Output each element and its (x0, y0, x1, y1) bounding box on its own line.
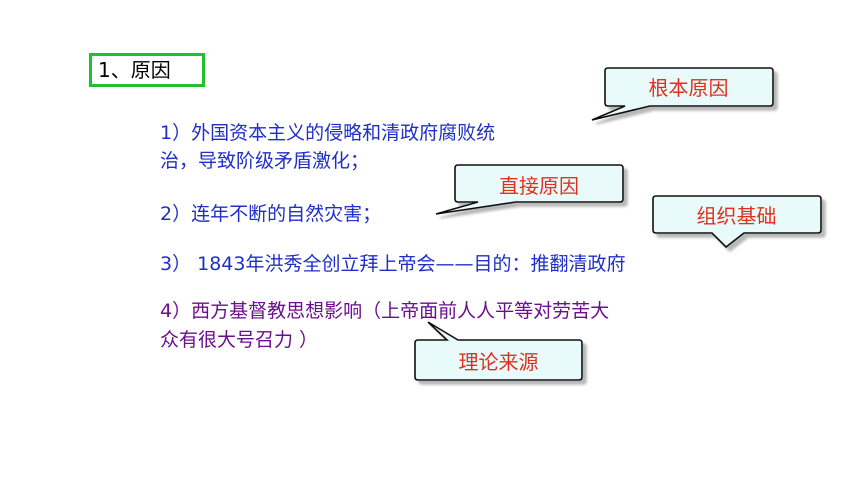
callout-direct-cause: 直接原因 (499, 174, 579, 198)
point-1-line-2: 治，导致阶级矛盾激化； (160, 150, 370, 172)
callout-theory-source: 理论来源 (458, 350, 539, 374)
callout-org-basis: 组织基础 (696, 204, 777, 228)
point-2: 2）连年不断的自然灾害； (160, 203, 382, 225)
point-4-line-2: 众有很大号召力 ） (160, 329, 319, 351)
point-4-line-1: 4）西方基督教思想影响（上帝面前人人平等对劳苦大 (160, 300, 610, 322)
point-3: 3） 1843年洪秀全创立拜上帝会——目的：推翻清政府 (160, 253, 626, 275)
callout-root-cause: 根本原因 (648, 76, 729, 100)
section-heading: 1、原因 (89, 53, 205, 87)
point-1-line-1: 1）外国资本主义的侵略和清政府腐败统 (160, 122, 496, 144)
